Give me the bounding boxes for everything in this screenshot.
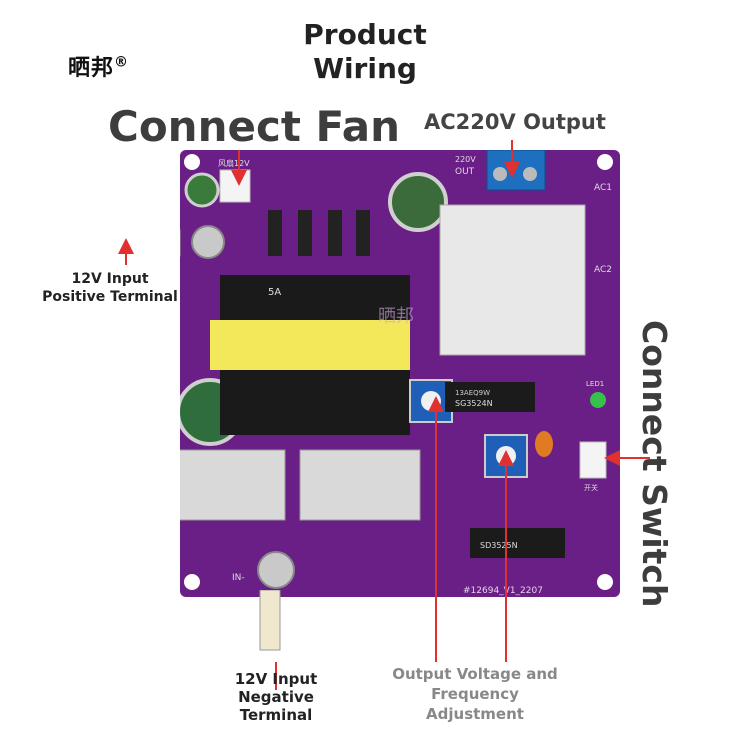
fan-silk: 风扇12V <box>218 158 250 168</box>
negative-lug <box>259 590 281 651</box>
pos-line2: Positive Terminal <box>42 289 178 305</box>
chip-sd3525 <box>470 528 565 558</box>
page-title: Product Wiring <box>300 18 430 86</box>
mount-hole <box>597 154 613 170</box>
negative-terminal-label: 12V Input Negative Terminal <box>196 670 356 724</box>
ac1-silk: AC1 <box>594 183 612 193</box>
out-silk: OUT <box>455 167 475 177</box>
diode <box>328 210 342 256</box>
heatsink-top <box>439 204 586 356</box>
transformer-silk: 5A <box>268 287 281 298</box>
inverter-board-photo: 风扇12V 5A OUT 220V AC1 AC2 晒邦 13AEQ9W SG3… <box>180 150 620 597</box>
negative-bolt <box>257 551 295 589</box>
positive-bolt <box>191 225 225 259</box>
chip2-label: SD3525N <box>480 541 518 550</box>
ac-output-label: AC220V Output <box>424 110 606 134</box>
positive-terminal-label: 12V Input Positive Terminal <box>40 270 180 306</box>
mount-hole <box>184 574 200 590</box>
transformer-coil <box>210 320 410 370</box>
registered-mark: ® <box>114 54 130 71</box>
pos-line1: 12V Input <box>71 271 149 287</box>
capacitor-orange <box>535 431 553 457</box>
diode <box>356 210 370 256</box>
mount-hole <box>184 154 200 170</box>
title-line2: Wiring <box>313 52 417 85</box>
led-silk: LED1 <box>586 380 604 388</box>
connect-fan-label: Connect Fan <box>108 102 401 151</box>
diode <box>298 210 312 256</box>
board-code-silk: #12694_V1_2207 <box>463 586 543 596</box>
terminal-screw <box>523 167 537 181</box>
chip1-label: SG3524N <box>455 399 493 408</box>
led <box>590 392 606 408</box>
mount-hole <box>597 574 613 590</box>
heatsink-left <box>180 449 286 521</box>
terminal-screw <box>493 167 507 181</box>
heatsink-right <box>299 449 421 521</box>
diode <box>268 210 282 256</box>
capacitor <box>388 172 448 232</box>
capacitor <box>184 172 220 208</box>
out-voltage-silk: 220V <box>455 155 476 164</box>
adjust-line2: Frequency Adjustment <box>426 685 524 723</box>
chip1-code: 13AEQ9W <box>455 389 490 397</box>
chip-sg3524 <box>445 382 535 412</box>
adjustment-label: Output Voltage and Frequency Adjustment <box>380 664 570 724</box>
brand-logo: 晒邦® <box>68 50 129 82</box>
ac2-silk: AC2 <box>594 265 612 275</box>
brand-name: 晒邦 <box>68 56 115 81</box>
in-minus-silk: IN- <box>232 573 245 583</box>
switch-connector <box>579 441 607 479</box>
switch-silk: 开关 <box>584 483 598 492</box>
board-brand-silk: 晒邦 <box>378 306 414 327</box>
neg-line1: 12V Input Negative <box>234 670 318 706</box>
adjust-line1: Output Voltage and <box>392 665 558 683</box>
neg-line2: Terminal <box>239 706 313 724</box>
title-line1: Product <box>303 18 427 51</box>
